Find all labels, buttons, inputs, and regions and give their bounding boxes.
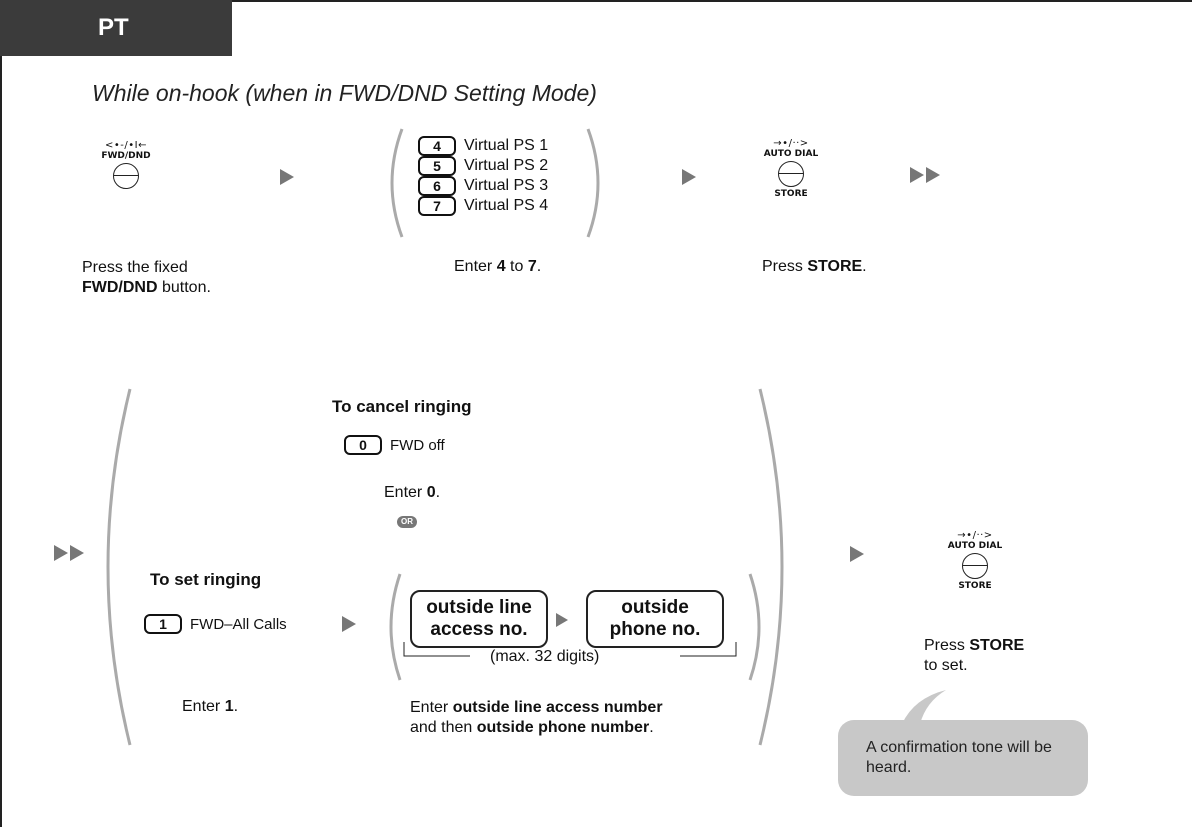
button-circle-icon — [962, 553, 988, 579]
store-label: STORE — [774, 189, 808, 199]
set-number-caption: Enter outside line access number and the… — [410, 699, 663, 736]
option-row: 5 Virtual PS 2 — [418, 156, 548, 176]
key-1: 1 — [144, 614, 182, 634]
or-badge: OR — [397, 516, 417, 528]
option-row: 4 Virtual PS 1 — [418, 136, 548, 156]
auto-dial-symbols: →•/··> — [957, 530, 993, 541]
option-row: 7 Virtual PS 4 — [418, 196, 548, 216]
fwd-dnd-symbols: <•-/•I← — [105, 140, 147, 151]
option-label: Virtual PS 1 — [464, 137, 549, 154]
auto-dial-label: AUTO DIAL — [947, 541, 1003, 551]
key-0: 0 — [344, 435, 382, 455]
button-circle-icon — [113, 163, 139, 189]
auto-dial-label: AUTO DIAL — [763, 149, 819, 159]
step2-brackets — [390, 128, 600, 238]
step3-caption: Press STORE. — [762, 258, 867, 275]
option-label: Virtual PS 4 — [464, 197, 549, 214]
double-arrow-icon — [54, 545, 84, 561]
fwd-dnd-button-name: FWD/DND — [101, 151, 151, 161]
store-label: STORE — [958, 581, 992, 591]
key-6: 6 — [418, 176, 456, 196]
set-caption: Enter 1. — [182, 698, 239, 715]
option-row: 6 Virtual PS 3 — [418, 176, 548, 196]
set-heading: To set ringing — [150, 570, 262, 589]
fwd-dnd-button-icon: <•-/•I← FWD/DND — [96, 140, 156, 191]
cancel-key-label: FWD off — [390, 436, 445, 454]
arrow-right-icon — [556, 613, 568, 627]
virtual-ps-list: 4 Virtual PS 1 5 Virtual PS 2 6 Virtual … — [418, 136, 548, 216]
set-key-label: FWD–All Calls — [190, 615, 287, 633]
max-digits-label: (max. 32 digits) — [490, 648, 600, 665]
arrow-right-icon — [280, 169, 294, 185]
cancel-heading: To cancel ringing — [332, 397, 472, 416]
double-arrow-icon — [910, 167, 940, 183]
button-circle-icon — [778, 161, 804, 187]
arrow-right-icon — [850, 546, 864, 562]
key-4: 4 — [418, 136, 456, 156]
cancel-caption: Enter 0. — [384, 484, 441, 501]
option-label: Virtual PS 2 — [464, 157, 549, 174]
step2-caption: Enter 4 to 7. — [454, 258, 542, 275]
arrow-right-icon — [682, 169, 696, 185]
auto-dial-symbols: →•/··> — [773, 138, 809, 149]
pt-tab: PT — [0, 0, 232, 56]
option-label: Virtual PS 3 — [464, 177, 549, 194]
step1-caption: Press the fixed FWD/DND button. — [82, 259, 211, 296]
final-caption: Press STORE to set. — [924, 637, 1025, 674]
mode-text: While on-hook (when in FWD/DND Setting M… — [92, 80, 597, 106]
confirmation-bubble: A confirmation tone will be heard. — [838, 720, 1088, 796]
set-key-row: 1 FWD–All Calls — [144, 614, 287, 634]
cancel-key-row: 0 FWD off — [344, 435, 445, 455]
big-brackets — [106, 388, 784, 746]
key-7: 7 — [418, 196, 456, 216]
store-button-icon: →•/··> AUTO DIAL STORE — [756, 138, 826, 199]
store-button-icon: →•/··> AUTO DIAL STORE — [940, 530, 1010, 591]
key-5: 5 — [418, 156, 456, 176]
bubble-tail — [902, 690, 946, 724]
arrow-right-icon — [342, 616, 356, 632]
number-brackets — [389, 573, 761, 681]
